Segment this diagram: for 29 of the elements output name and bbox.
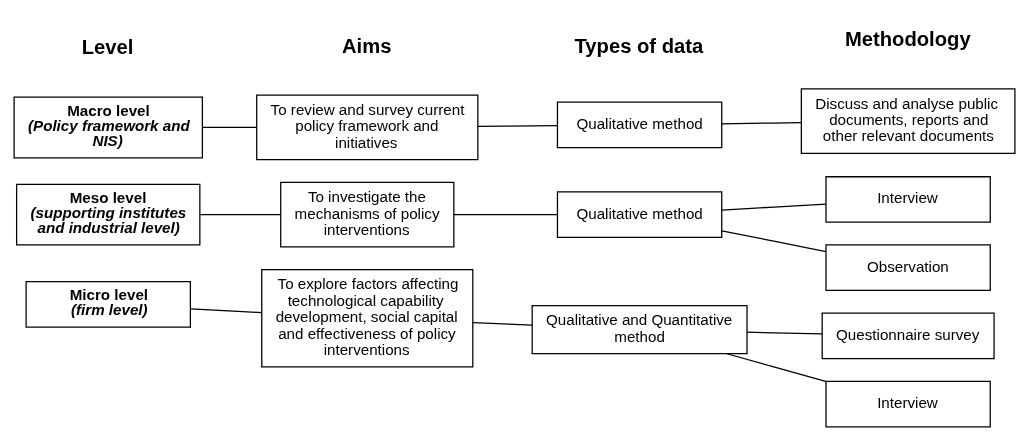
- connector: [477, 124, 559, 127]
- node-box: Qualitative method: [556, 101, 723, 148]
- node-box: Questionnaire survey: [821, 312, 995, 359]
- connector: [201, 126, 257, 128]
- label: Methodology: [844, 27, 971, 50]
- connector: [746, 331, 823, 335]
- node-box: Macro level (Policy framework and NIS): [13, 96, 203, 158]
- node-box: Qualitative method: [556, 190, 723, 238]
- label: Level: [81, 35, 134, 58]
- node-box: To explore factors affecting technological capability development, social capital and effectiveness of policy interventions: [261, 268, 474, 368]
- label: Aims: [342, 34, 392, 57]
- connector: [721, 229, 827, 252]
- connector: [472, 321, 533, 326]
- node-box: To review and survey current policy framework and initiatives: [256, 94, 479, 160]
- label: Types of data: [574, 34, 704, 57]
- connector: [190, 307, 263, 313]
- node-box: To investigate the mechanisms of policy interventions: [280, 181, 455, 247]
- node-box: Meso level (supporting institutes and industrial level): [16, 183, 201, 246]
- node-box: Interview: [825, 380, 991, 428]
- node-box: Micro level (firm level): [25, 280, 191, 328]
- node-box: Qualitative and Quantitative method: [531, 304, 748, 354]
- connector: [721, 121, 802, 124]
- node-box: Discuss and analyse public documents, reports and other relevant documents: [800, 87, 1016, 154]
- connector: [453, 213, 558, 215]
- node-box: Observation: [825, 243, 991, 291]
- connector: [199, 213, 282, 215]
- connector: [726, 352, 827, 382]
- node-box: Interview: [825, 175, 991, 223]
- connector: [721, 202, 827, 211]
